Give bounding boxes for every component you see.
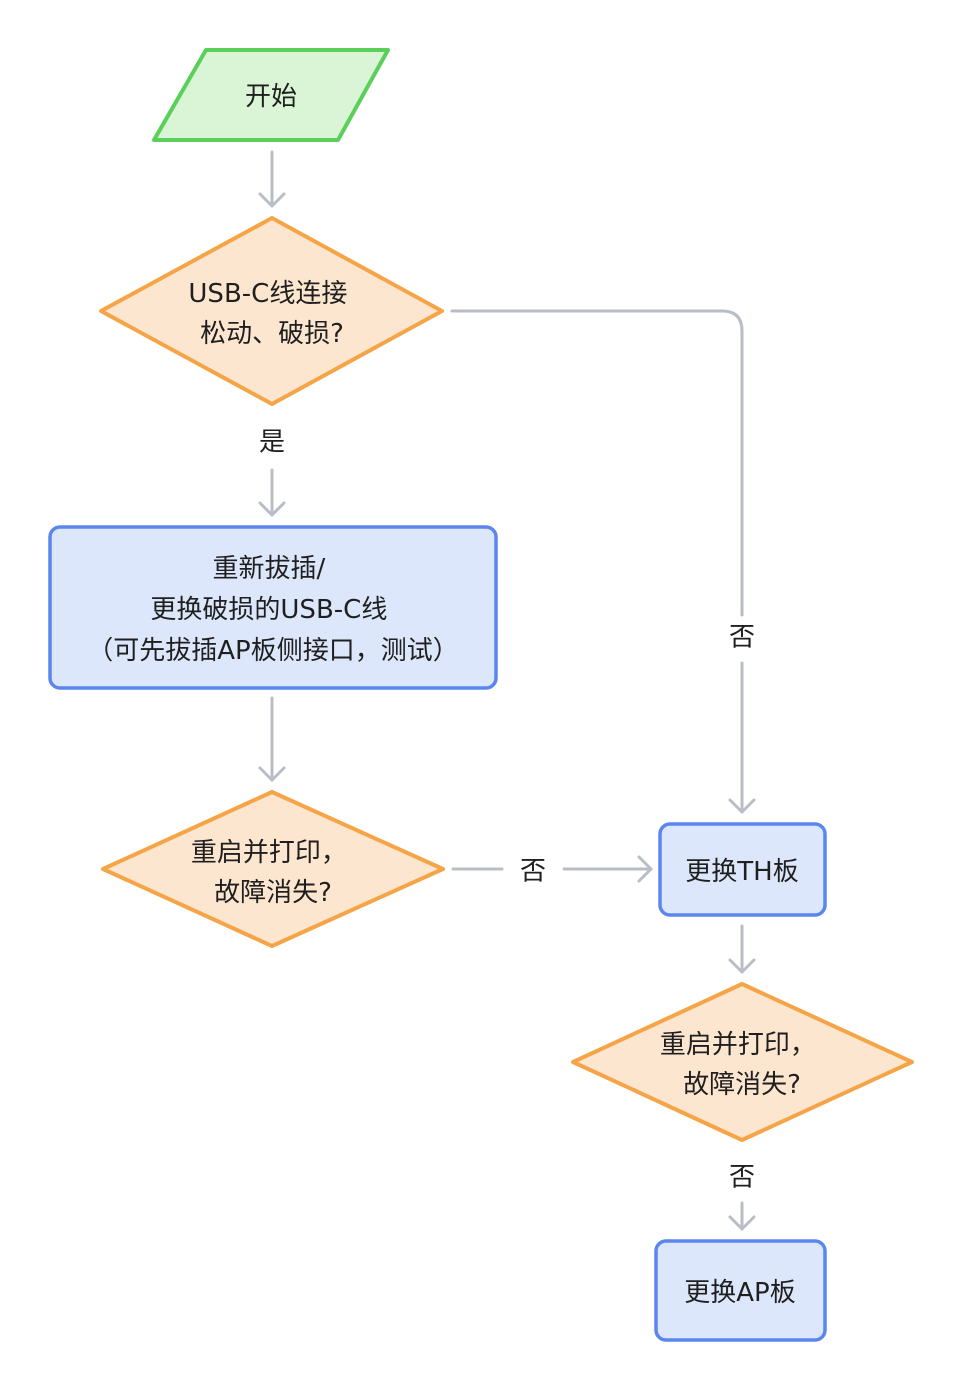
edge-cable-yes: 是: [258, 428, 286, 517]
edge-restart1-no: 否: [451, 855, 653, 887]
svg-text:更换TH板: 更换TH板: [685, 857, 798, 887]
process-replace-th-label: 更换TH板: [685, 857, 798, 887]
start-label: 开始: [245, 82, 297, 112]
edge-replug-to-restart-check: [258, 696, 286, 782]
process-replace-ap-label: 更换AP板: [684, 1278, 795, 1308]
process-replug-line-2: 更换破损的USB-C线: [150, 595, 387, 625]
edge-restart2-no: 否: [728, 1163, 756, 1231]
svg-text:USB-C线连接 松动、破损?: USB-C线连接 松动、破损?: [188, 279, 355, 349]
decision-restart1-line-1: 重启并打印，: [191, 838, 347, 868]
decision-restart2-line-1: 重启并打印，: [660, 1030, 816, 1060]
decision-cable-line-2: 松动、破损?: [200, 319, 344, 349]
svg-text:更换AP板: 更换AP板: [684, 1278, 795, 1308]
start-node: 开始: [152, 48, 390, 142]
decision-restart1-line-2: 故障消失?: [214, 878, 332, 908]
decision-cable-line-1: USB-C线连接: [188, 279, 347, 309]
process-replace-ap-board: 更换AP板: [654, 1239, 827, 1342]
svg-text:重新拔插/ 更换破损的USB-C线: 重新拔插/ 更换破损的USB-C线 （可先拔插AP板侧接口，测试）: [87, 554, 458, 666]
process-replug-cable: 重新拔插/ 更换破损的USB-C线 （可先拔插AP板侧接口，测试）: [48, 525, 498, 690]
edge-label-no: 否: [729, 623, 755, 653]
process-replace-th-board: 更换TH板: [658, 822, 827, 917]
edge-start-to-cable-check: [258, 150, 286, 208]
process-replug-line-3: （可先拔插AP板侧接口，测试）: [87, 636, 458, 666]
process-replug-line-1: 重新拔插/: [212, 554, 325, 584]
edge-label-yes: 是: [259, 428, 285, 458]
svg-text:重启并打印， 故障消失?: 重启并打印， 故障消失?: [191, 838, 355, 908]
svg-text:重启并打印， 故障消失?: 重启并打印， 故障消失?: [660, 1030, 824, 1100]
svg-text:开始: 开始: [245, 82, 297, 112]
edge-label-no: 否: [520, 857, 546, 887]
edge-label-no: 否: [729, 1163, 755, 1193]
decision-restart2-line-2: 故障消失?: [683, 1070, 801, 1100]
edge-th-to-restart-check: [728, 924, 756, 974]
decision-restart-check-2: 重启并打印， 故障消失?: [571, 982, 914, 1142]
decision-restart-check-1: 重启并打印， 故障消失?: [101, 790, 445, 948]
decision-cable-check: USB-C线连接 松动、破损?: [99, 216, 444, 406]
edge-cable-no: 否: [450, 309, 756, 814]
